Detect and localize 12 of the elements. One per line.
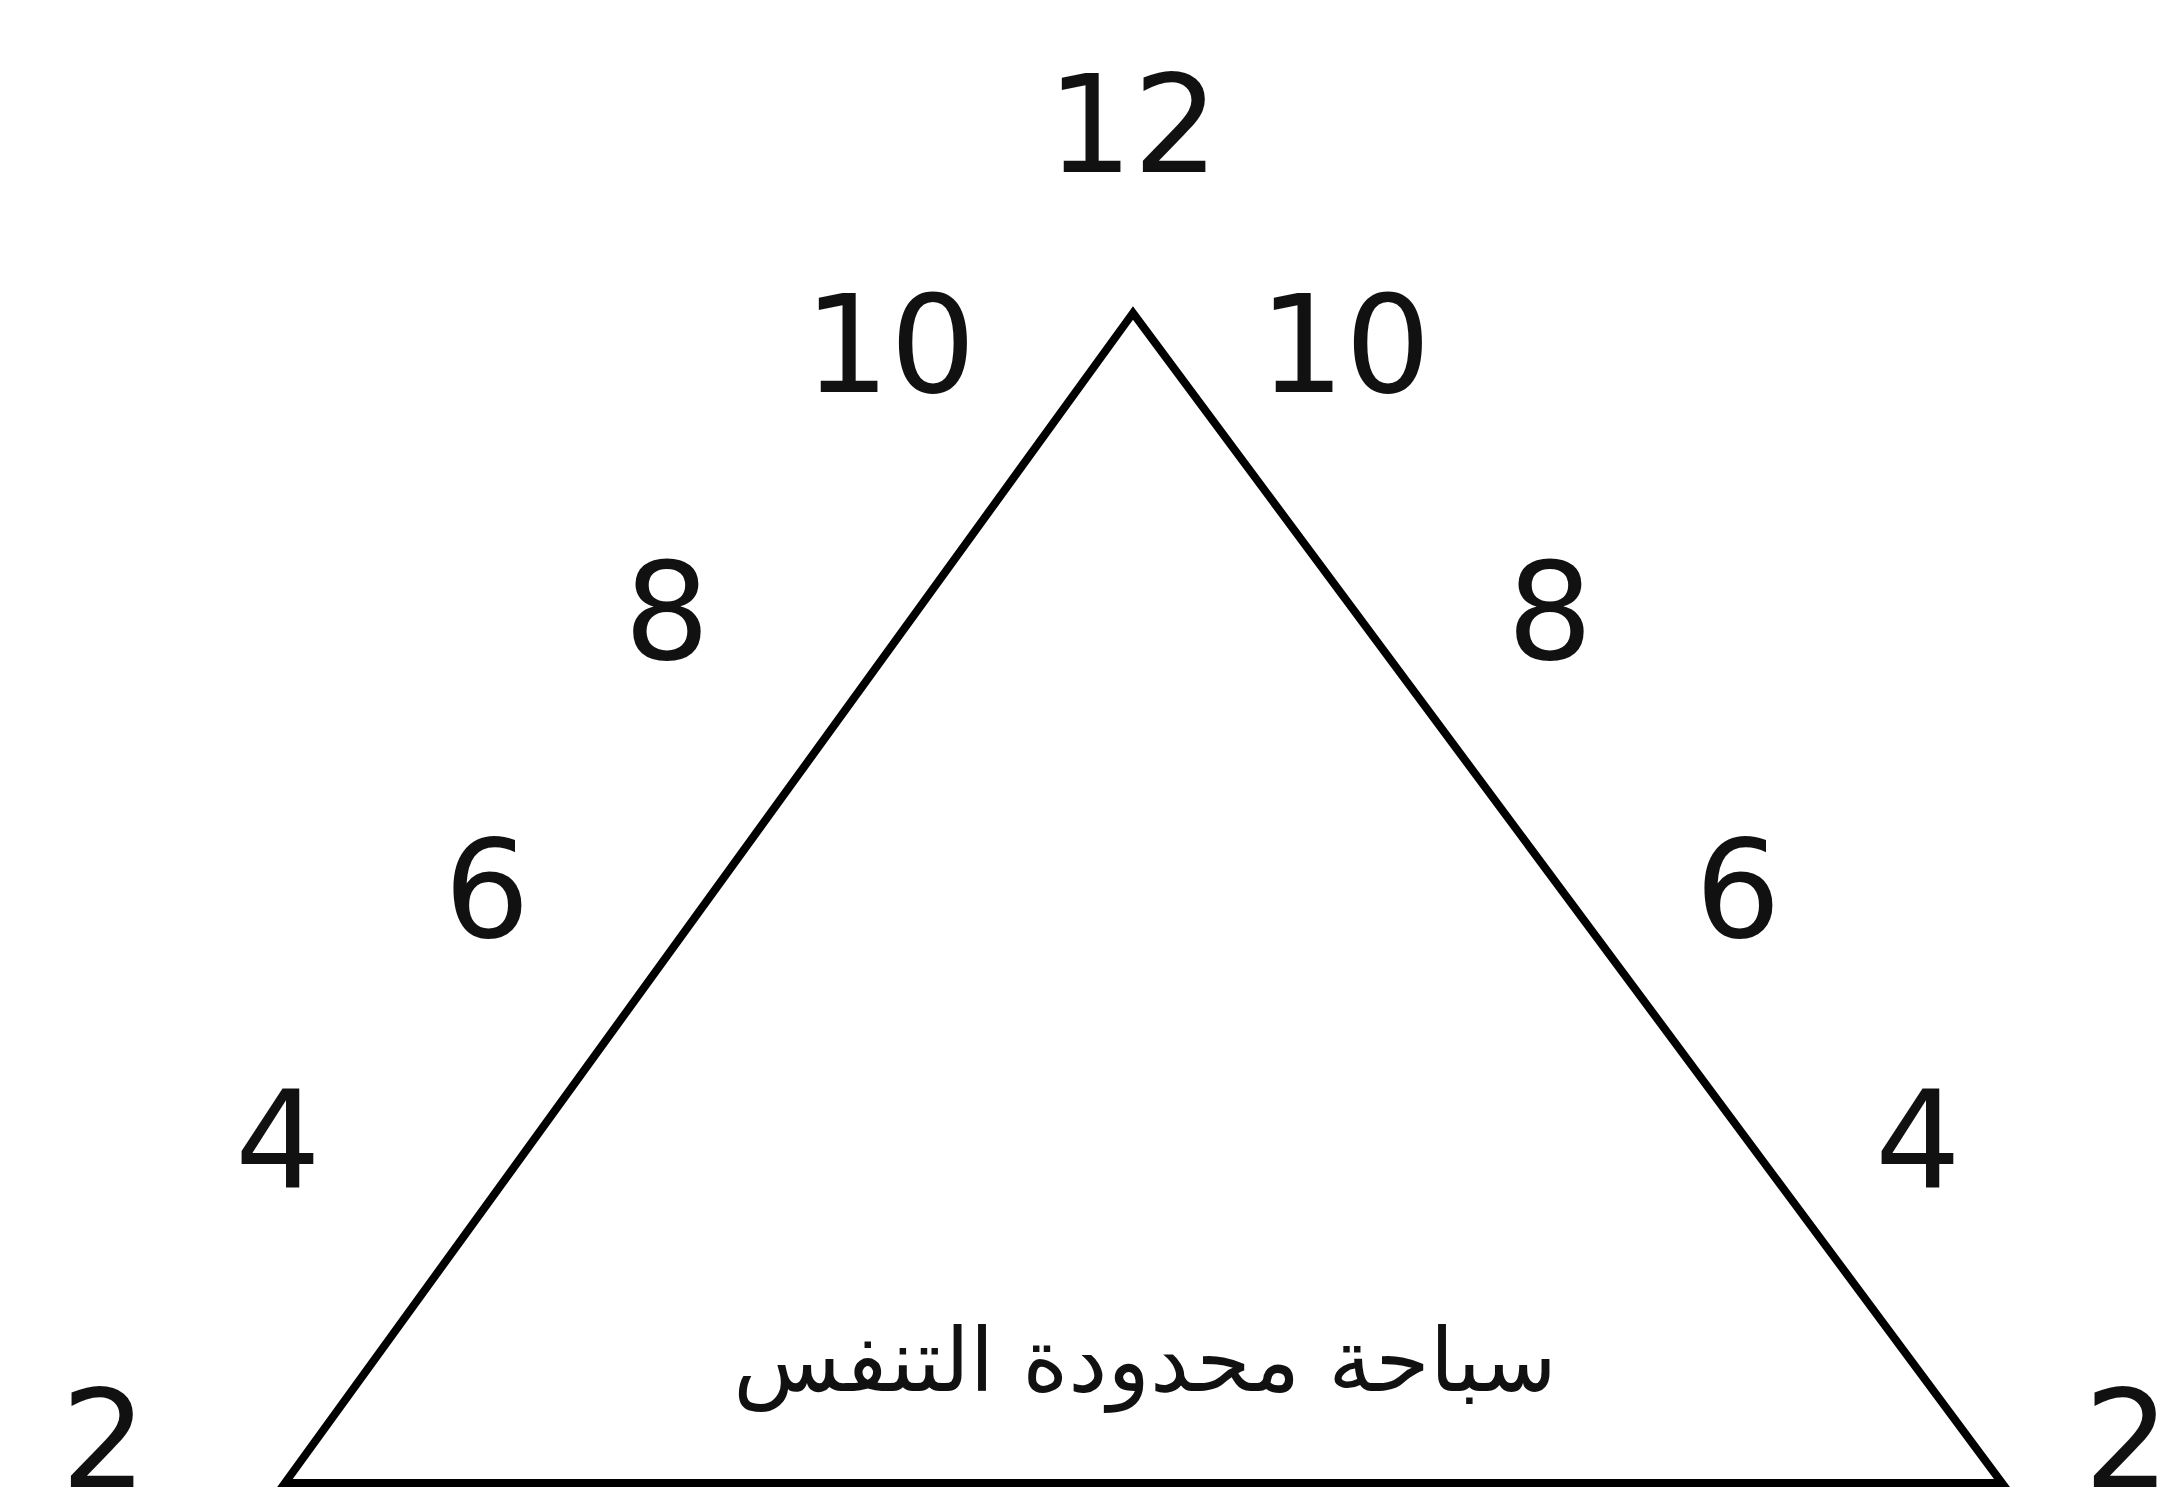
scale-number: 10 xyxy=(804,277,976,413)
scale-number: 2 xyxy=(2084,1372,2170,1497)
scale-number: 12 xyxy=(1047,57,1219,193)
scale-number: 2 xyxy=(61,1372,147,1497)
scale-number: 8 xyxy=(624,544,710,680)
scale-number: 8 xyxy=(1507,544,1593,680)
scale-number: 6 xyxy=(1695,822,1781,958)
scale-number: 6 xyxy=(444,822,530,958)
scale-number: 4 xyxy=(235,1072,321,1208)
scale-number: 10 xyxy=(1259,277,1431,413)
triangle-caption: سباحة محدودة التنفس xyxy=(733,1308,1557,1412)
scale-number: 4 xyxy=(1875,1072,1961,1208)
